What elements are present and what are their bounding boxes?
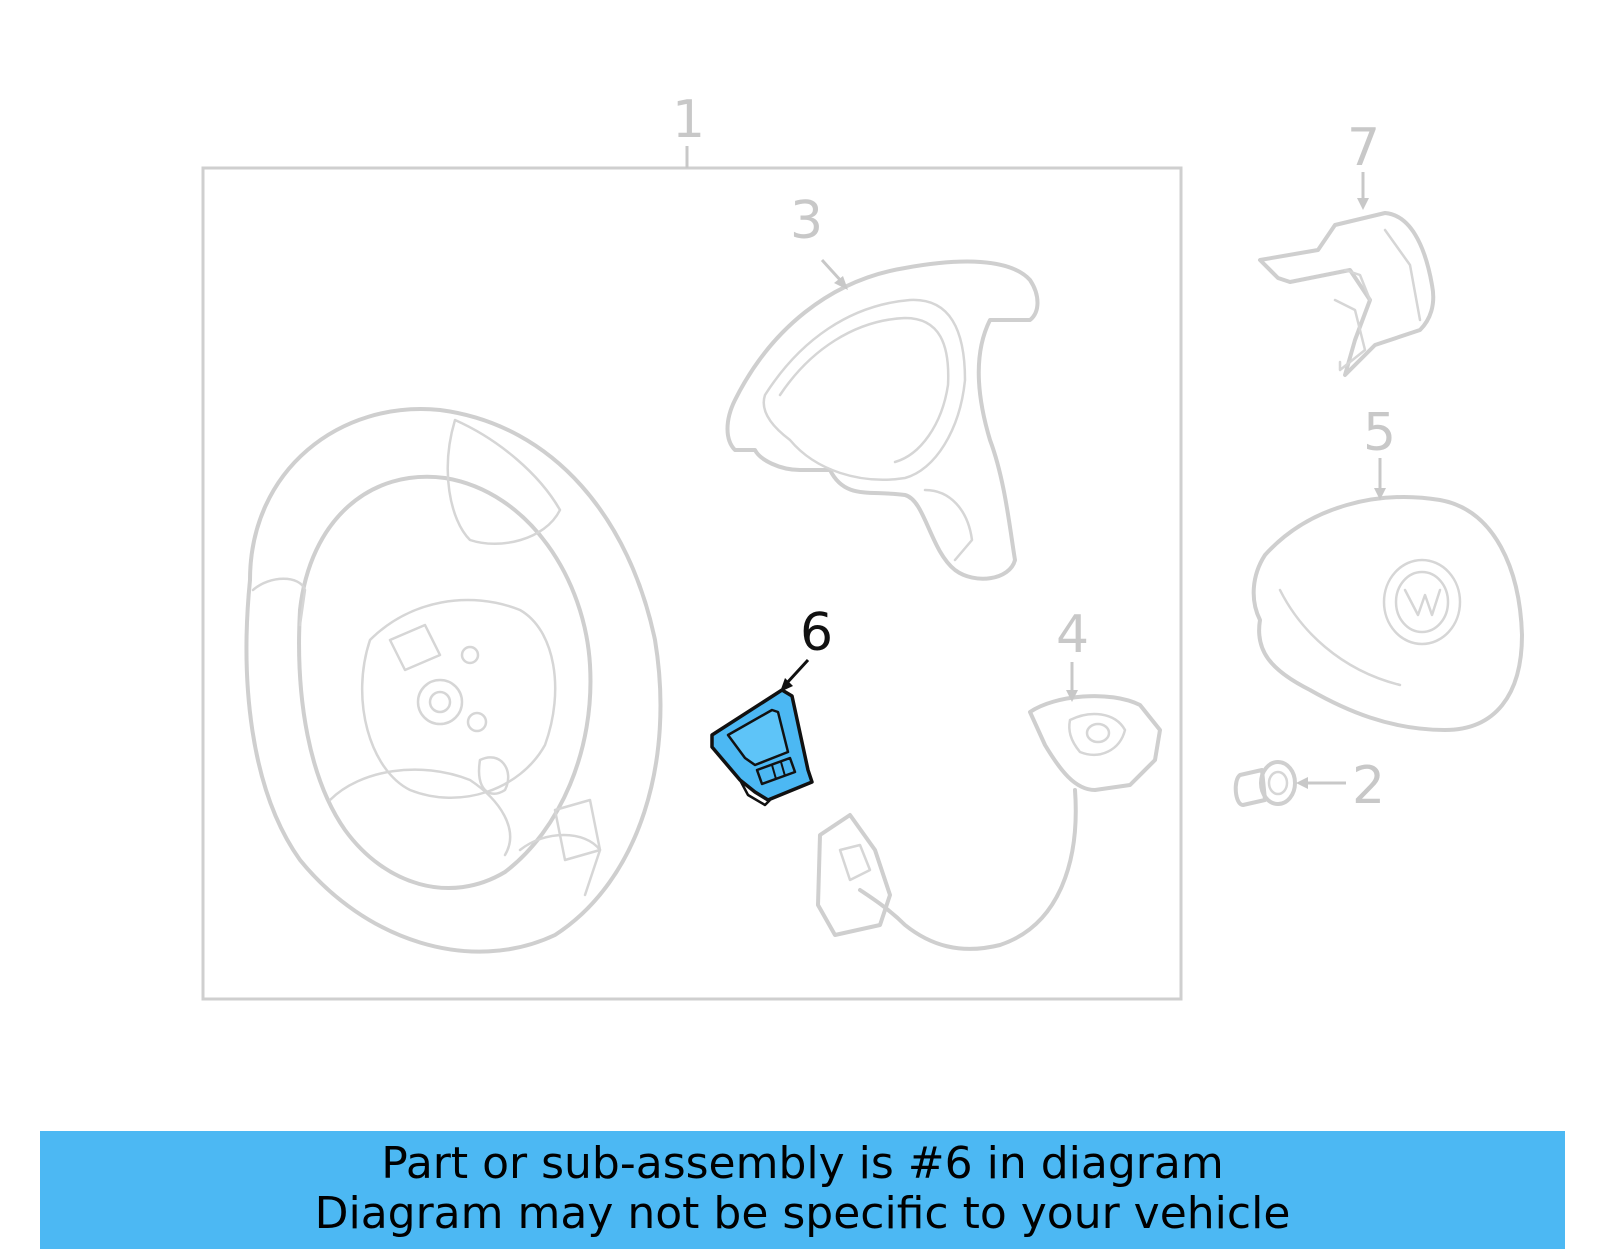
callout-5-label: 5 (1363, 403, 1396, 463)
callout-4-label: 4 (1056, 605, 1089, 665)
callout-7-arrowhead (1357, 198, 1369, 210)
banner-line-part-number: Part or sub-assembly is #6 in diagram (381, 1138, 1224, 1189)
bolt-drawing (1233, 760, 1297, 807)
callout-5-arrowhead (1374, 488, 1386, 500)
steering-wheel-drawing (244, 407, 663, 954)
callout-2-label: 2 (1352, 756, 1385, 816)
callout-7-label: 7 (1347, 118, 1380, 178)
trim-cover-drawing (725, 259, 1040, 581)
callout-4-arrowhead (1066, 690, 1078, 702)
switch-module-with-harness-drawing (816, 694, 1162, 951)
callout-6-leader (784, 658, 810, 686)
banner-line-disclaimer: Diagram may not be specific to your vehi… (314, 1188, 1291, 1239)
callout-3-leader (820, 258, 844, 284)
callout-3-label: 3 (790, 191, 823, 251)
callout-3-arrowhead (834, 276, 848, 290)
switch-trim-part-6-highlighted[interactable] (710, 688, 814, 807)
assembly-frame (201, 166, 1183, 1001)
callout-6-label: 6 (800, 603, 833, 663)
callout-2-arrowhead (1296, 777, 1308, 789)
airbag-module-drawing (1251, 495, 1524, 732)
callout-1-label: 1 (672, 90, 705, 150)
rear-cover-drawing (1258, 211, 1436, 377)
info-banner: Part or sub-assembly is #6 in diagram Di… (40, 1131, 1565, 1249)
callout-6-arrowhead (780, 678, 793, 692)
